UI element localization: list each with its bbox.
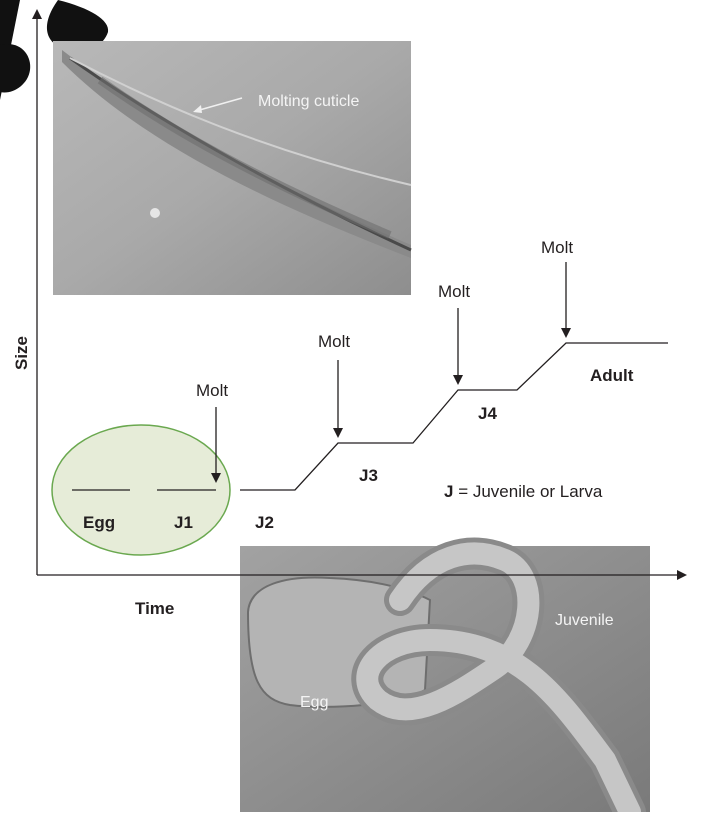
molt-label-1: Molt <box>196 381 228 400</box>
molt-label-2: Molt <box>318 332 350 351</box>
y-axis-label: Size <box>12 336 31 370</box>
stage-label-j4: J4 <box>478 404 497 423</box>
stage-label-egg: Egg <box>83 513 115 532</box>
stage-label-j2: J2 <box>255 513 274 532</box>
stage-label-adult: Adult <box>590 366 634 385</box>
juvenile-photo-label: Juvenile <box>555 612 614 629</box>
egg-juvenile-photo: Egg Juvenile <box>240 546 650 812</box>
legend-text: J = Juvenile or Larva <box>444 482 603 501</box>
molting-cuticle-label: Molting cuticle <box>258 93 359 110</box>
egg-photo-label: Egg <box>300 694 328 711</box>
molt-label-3: Molt <box>438 282 470 301</box>
stage-label-j1: J1 <box>174 513 193 532</box>
stage-label-j3: J3 <box>359 466 378 485</box>
molting-cuticle-photo: Molting cuticle <box>53 41 411 295</box>
legend-key: J <box>444 482 453 501</box>
x-axis-label: Time <box>135 599 174 618</box>
legend-description: = Juvenile or Larva <box>453 482 602 501</box>
molt-label-4: Molt <box>541 238 573 257</box>
